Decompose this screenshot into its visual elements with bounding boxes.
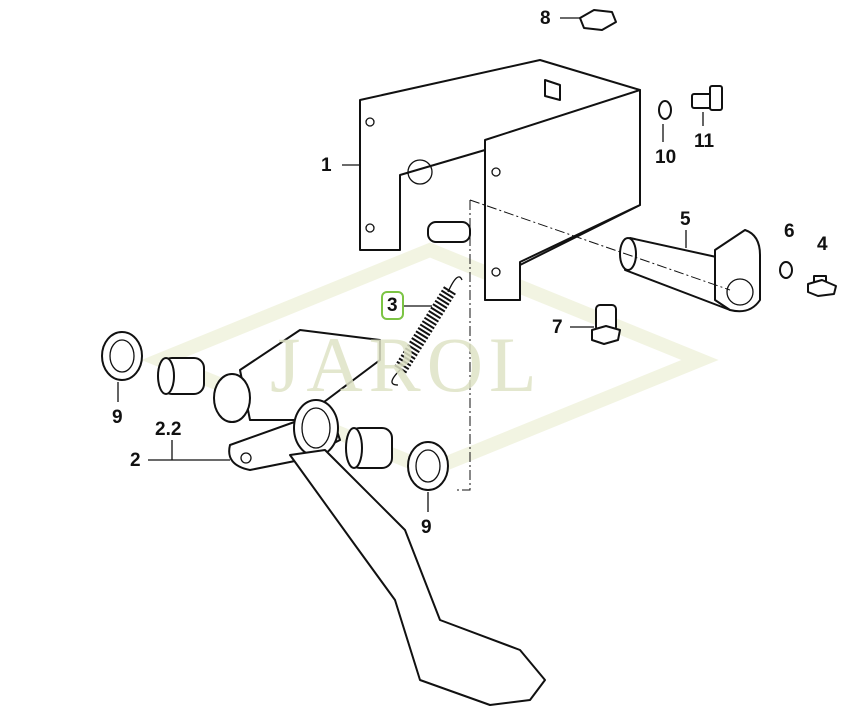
callout-2-2[interactable]: 2.2 <box>155 419 182 440</box>
pedal-part-2 <box>213 329 546 706</box>
callout-5[interactable]: 5 <box>680 209 691 230</box>
bushing-right <box>345 427 393 469</box>
pin-part-5 <box>619 229 761 313</box>
bolt-part-11 <box>691 85 723 111</box>
washer-part-6 <box>779 261 793 279</box>
callout-10[interactable]: 10 <box>655 147 677 168</box>
center-line <box>455 200 471 491</box>
callout-6[interactable]: 6 <box>784 221 795 242</box>
washer-part-9-left <box>101 331 143 381</box>
callout-7[interactable]: 7 <box>552 317 563 338</box>
spring-part-3 <box>391 276 463 386</box>
watermark-diamond <box>141 242 719 478</box>
bolt-part-4 <box>807 275 837 297</box>
callout-8[interactable]: 8 <box>540 8 551 29</box>
callout-1[interactable]: 1 <box>321 155 332 176</box>
washer-part-9-right <box>407 441 449 491</box>
nut-part-8 <box>579 9 617 31</box>
bracket-part-1 <box>359 59 641 301</box>
callout-4[interactable]: 4 <box>817 234 828 255</box>
callout-2[interactable]: 2 <box>130 450 141 471</box>
bushing-part-2-2 <box>157 357 205 395</box>
callout-9-left[interactable]: 9 <box>112 407 123 428</box>
callout-3-selected[interactable]: 3 <box>381 291 404 320</box>
callout-11[interactable]: 11 <box>694 131 715 152</box>
callout-9-right[interactable]: 9 <box>421 517 432 538</box>
leader-lines <box>117 17 704 512</box>
washer-part-10 <box>658 100 672 120</box>
fitting-part-7 <box>591 304 621 345</box>
